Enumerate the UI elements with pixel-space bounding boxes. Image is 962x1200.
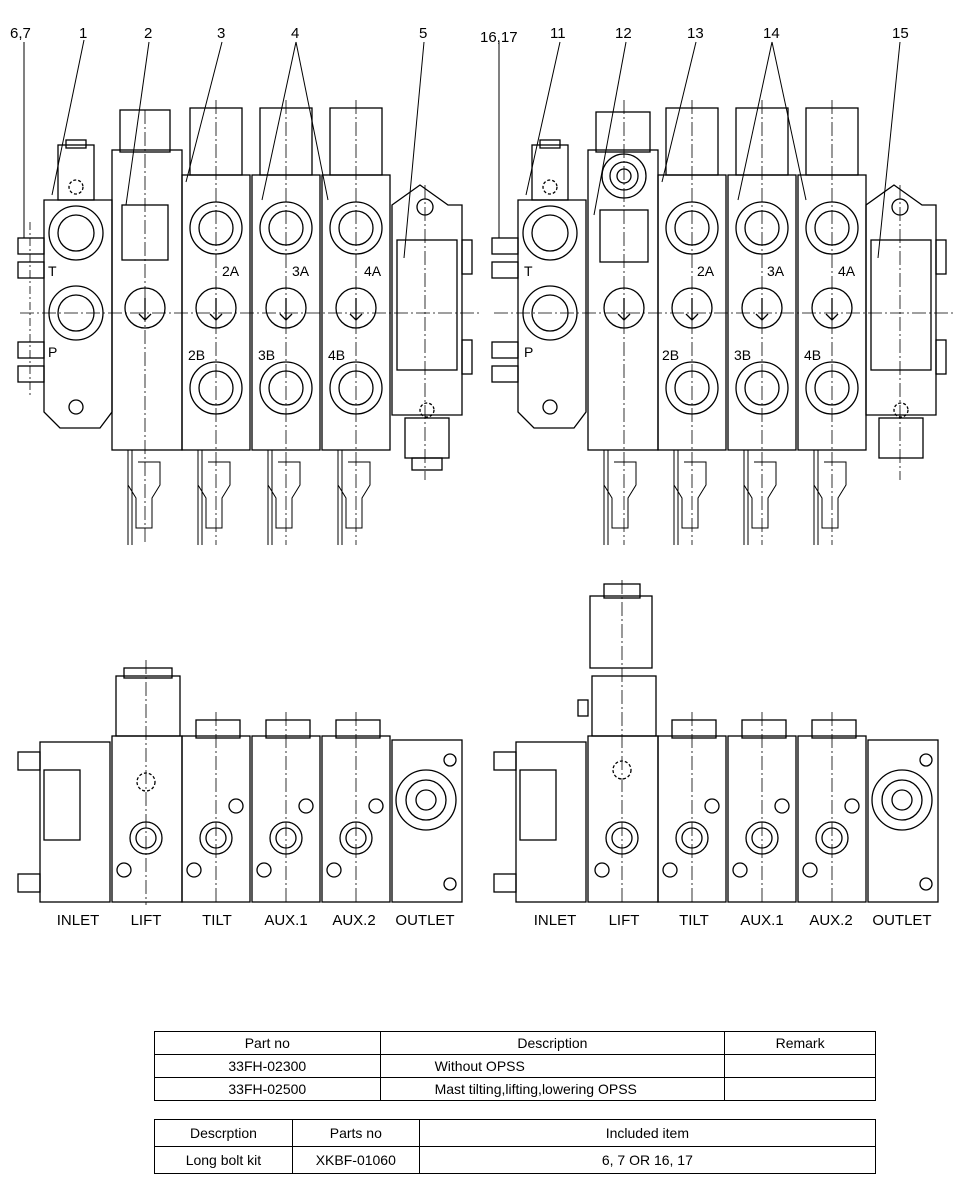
side-view-left — [17, 660, 463, 905]
label-inlet-left: INLET — [57, 912, 100, 929]
callout-1: 1 — [79, 25, 87, 42]
front-view-right — [491, 41, 955, 545]
table-row: Long bolt kit XKBF-01060 6, 7 OR 16, 17 — [154, 1146, 877, 1174]
table-row: 33FH-02300 Without OPSS — [154, 1054, 876, 1078]
callout-15: 15 — [892, 25, 909, 42]
port-p-left: P — [48, 344, 57, 360]
port-3b-left: 3B — [258, 347, 275, 363]
port-t-left: T — [48, 263, 57, 279]
port-2b-right: 2B — [662, 347, 679, 363]
table-row: 33FH-02500 Mast tilting,lifting,lowering… — [154, 1077, 876, 1101]
port-p-right: P — [524, 344, 533, 360]
cell-part-no: 33FH-02500 — [154, 1077, 381, 1101]
header-remark: Remark — [724, 1031, 876, 1055]
cell-included-item: 6, 7 OR 16, 17 — [418, 1146, 877, 1174]
table-header-row: Descrption Parts no Included item — [154, 1119, 877, 1147]
port-2a-right: 2A — [697, 263, 715, 279]
label-lift-right: LIFT — [609, 912, 640, 929]
cell-description: Mast tilting,lifting,lowering OPSS — [379, 1077, 726, 1101]
cell-remark — [724, 1054, 876, 1078]
callout-2: 2 — [144, 25, 152, 42]
cell-remark — [724, 1077, 876, 1101]
label-outlet-left: OUTLET — [395, 912, 454, 929]
callout-14: 14 — [763, 25, 780, 42]
side-view-right — [493, 580, 939, 905]
header-description: Description — [379, 1031, 726, 1055]
label-outlet-right: OUTLET — [872, 912, 931, 929]
label-lift-left: LIFT — [131, 912, 162, 929]
callout-11: 11 — [550, 25, 566, 42]
port-3a-left: 3A — [292, 263, 310, 279]
port-3b-right: 3B — [734, 347, 751, 363]
front-view-left — [17, 39, 480, 545]
label-tilt-left: TILT — [202, 912, 232, 929]
callout-3: 3 — [217, 25, 225, 42]
label-aux2-right: AUX.2 — [809, 912, 852, 929]
port-3a-right: 3A — [767, 263, 785, 279]
callout-12: 12 — [615, 25, 632, 42]
table-header-row: Part no Description Remark — [154, 1031, 876, 1055]
port-4a-right: 4A — [838, 263, 856, 279]
header-parts-no: Parts no — [291, 1119, 420, 1147]
label-aux1-left: AUX.1 — [264, 912, 307, 929]
port-2b-left: 2B — [188, 347, 205, 363]
part-number-table: Part no Description Remark 33FH-02300 Wi… — [154, 1031, 876, 1101]
cell-descrption: Long bolt kit — [154, 1146, 293, 1174]
port-4b-right: 4B — [804, 347, 821, 363]
cell-parts-no: XKBF-01060 — [291, 1146, 420, 1174]
cell-part-no: 33FH-02300 — [154, 1054, 381, 1078]
port-2a-left: 2A — [222, 263, 240, 279]
header-descrption: Descrption — [154, 1119, 293, 1147]
label-aux2-left: AUX.2 — [332, 912, 375, 929]
callout-13: 13 — [687, 25, 704, 42]
header-included-item: Included item — [418, 1119, 877, 1147]
callout-6-7: 6,7 — [10, 25, 31, 42]
port-4a-left: 4A — [364, 263, 382, 279]
port-t-right: T — [524, 263, 533, 279]
kit-table: Descrption Parts no Included item Long b… — [154, 1119, 877, 1174]
label-aux1-right: AUX.1 — [740, 912, 783, 929]
callout-4: 4 — [291, 25, 299, 42]
label-inlet-right: INLET — [534, 912, 577, 929]
callout-16-17: 16,17 — [480, 29, 518, 46]
port-4b-left: 4B — [328, 347, 345, 363]
label-tilt-right: TILT — [679, 912, 709, 929]
valve-assembly-drawing: 6,7 1 2 3 4 5 16,17 11 12 13 14 15 T P 2… — [10, 25, 955, 929]
header-part-no: Part no — [154, 1031, 381, 1055]
callout-5: 5 — [419, 25, 427, 42]
cell-description: Without OPSS — [379, 1054, 726, 1078]
